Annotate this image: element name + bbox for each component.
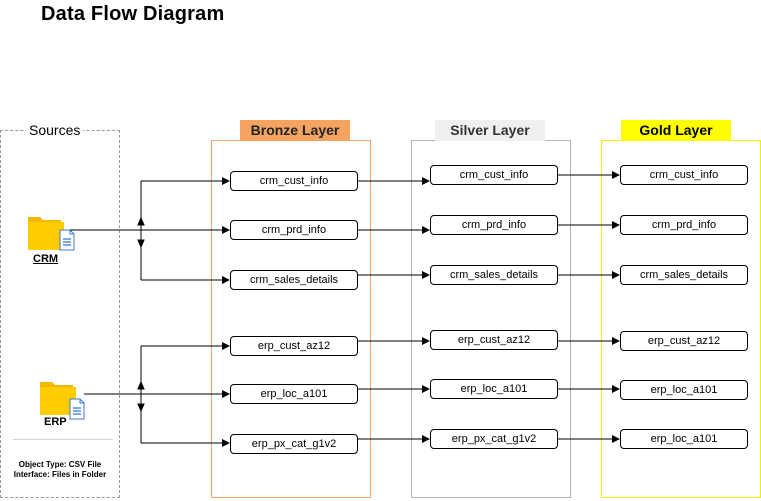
gold-table-crm-sales-details[interactable]: crm_sales_details — [620, 265, 748, 285]
bronze-table-erp-px-cat-g1v2[interactable]: erp_px_cat_g1v2 — [230, 434, 358, 454]
gold-table-crm-prd-info[interactable]: crm_prd_info — [620, 215, 748, 235]
crm-trunk-arrow-up — [137, 216, 145, 226]
gold-table-erp-loc-a101-2[interactable]: erp_loc_a101 — [620, 429, 748, 449]
silver-table-erp-px-cat-g1v2[interactable]: erp_px_cat_g1v2 — [430, 429, 558, 449]
bronze-table-crm-sales-details[interactable]: crm_sales_details — [230, 270, 358, 290]
erp-folder-icon — [38, 378, 90, 427]
bronze-table-crm-prd-info[interactable]: crm_prd_info — [230, 220, 358, 240]
bronze-table-crm-cust-info[interactable]: crm_cust_info — [230, 171, 358, 191]
crm-trunk-arrow-down — [137, 239, 145, 249]
gold-layer-title: Gold Layer — [621, 120, 731, 141]
erp-trunk-arrow-down — [137, 403, 145, 413]
erp-label: ERP — [44, 416, 67, 428]
silver-table-crm-prd-info[interactable]: crm_prd_info — [430, 215, 558, 235]
object-type-text: Object Type: CSV File — [18, 460, 102, 469]
erp-trunk-arrow-up — [137, 380, 145, 390]
erp-document-icon — [69, 398, 85, 420]
silver-layer-title: Silver Layer — [435, 120, 545, 141]
bronze-layer-title: Bronze Layer — [240, 120, 350, 141]
crm-document-icon — [59, 229, 75, 251]
sources-divider — [13, 439, 113, 440]
bronze-table-erp-loc-a101[interactable]: erp_loc_a101 — [230, 384, 358, 404]
gold-table-erp-loc-a101[interactable]: erp_loc_a101 — [620, 380, 748, 400]
silver-table-crm-sales-details[interactable]: crm_sales_details — [430, 265, 558, 285]
bronze-table-erp-cust-az12[interactable]: erp_cust_az12 — [230, 336, 358, 356]
crm-label: CRM — [33, 253, 59, 265]
diagram-title: Data Flow Diagram — [41, 3, 225, 25]
silver-table-erp-loc-a101[interactable]: erp_loc_a101 — [430, 379, 558, 399]
silver-table-erp-cust-az12[interactable]: erp_cust_az12 — [430, 330, 558, 350]
interface-text: Interface: Files in Folder — [13, 470, 107, 479]
crm-folder-icon — [26, 213, 78, 258]
silver-table-crm-cust-info[interactable]: crm_cust_info — [430, 165, 558, 185]
gold-table-erp-cust-az12[interactable]: erp_cust_az12 — [620, 331, 748, 351]
sources-meta: Object Type: CSV File Interface: Files i… — [0, 460, 120, 480]
gold-table-crm-cust-info[interactable]: crm_cust_info — [620, 165, 748, 185]
sources-label: Sources — [26, 122, 84, 138]
